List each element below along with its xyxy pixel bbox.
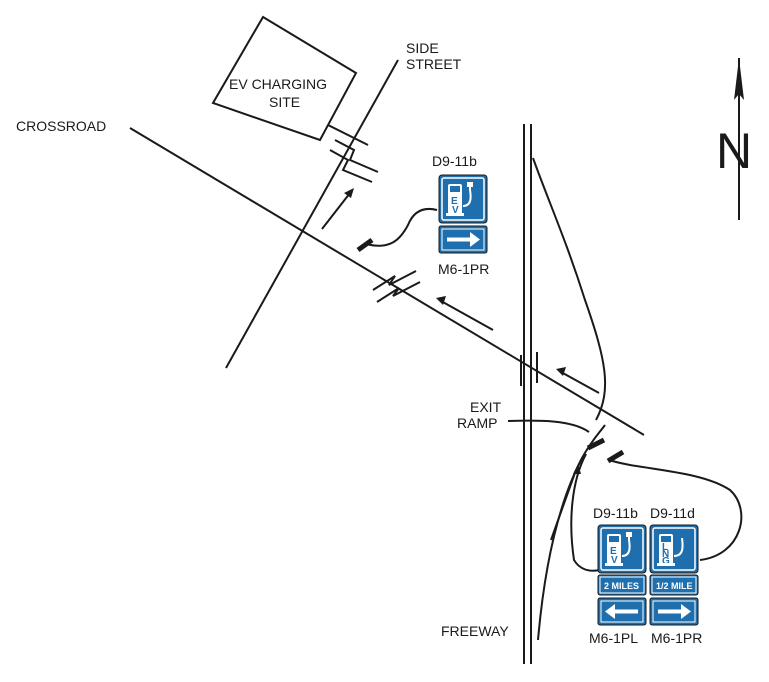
upper-sign-code-bottom: M6-1PR bbox=[438, 261, 489, 277]
sign-post-lower-left bbox=[586, 437, 606, 451]
ev-site-label-line1: EV CHARGING bbox=[229, 76, 327, 92]
exit-ramp-north bbox=[532, 157, 607, 421]
lower-right-code-top: D9-11d bbox=[650, 505, 695, 521]
lower-left-code-top: D9-11b bbox=[593, 505, 638, 521]
side-street-label-line1: SIDE bbox=[406, 40, 439, 56]
svg-text:V: V bbox=[452, 205, 459, 216]
exit-ramp-label-line2: RAMP bbox=[457, 415, 497, 431]
ev-charging-site bbox=[211, 15, 358, 142]
right-arrow-icon-lower bbox=[681, 604, 691, 619]
side-street-label-line2: STREET bbox=[406, 56, 462, 72]
right-arrow-icon bbox=[470, 232, 480, 247]
sign-post-lower-right bbox=[606, 449, 625, 464]
svg-text:G: G bbox=[662, 556, 670, 567]
left-arrow-icon bbox=[605, 604, 615, 619]
distance-plaque-right-text: 1/2 MILE bbox=[656, 581, 693, 591]
north-label: N bbox=[716, 123, 752, 179]
svg-text:E: E bbox=[610, 546, 617, 557]
svg-text:N: N bbox=[662, 549, 669, 560]
sign-post-upper bbox=[356, 237, 374, 253]
svg-text:L: L bbox=[662, 542, 668, 553]
upper-ev-letters: E bbox=[451, 196, 458, 207]
ev-site-label-line2: SITE bbox=[269, 94, 300, 110]
lower-left-code-bottom: M6-1PL bbox=[589, 630, 638, 646]
lower-right-code-bottom: M6-1PR bbox=[651, 630, 702, 646]
distance-plaque-right bbox=[649, 574, 699, 596]
lower-sign-assembly: D9-11b D9-11d E V L N G 2 MILES 1/2 MILE bbox=[589, 505, 702, 646]
upper-sign-assembly: D9-11b E V M6-1PR bbox=[432, 153, 489, 277]
exit-ramp-label-line1: EXIT bbox=[470, 399, 502, 415]
distance-plaque-left bbox=[597, 574, 647, 596]
crossroad-label: CROSSROAD bbox=[16, 118, 106, 134]
distance-plaque-left-text: 2 MILES bbox=[604, 581, 639, 591]
upper-sign-code-top: D9-11b bbox=[432, 153, 477, 169]
side-street bbox=[225, 59, 399, 369]
north-arrow: N bbox=[716, 58, 752, 220]
freeway-label: FREEWAY bbox=[441, 623, 509, 639]
svg-text:V: V bbox=[611, 555, 618, 566]
